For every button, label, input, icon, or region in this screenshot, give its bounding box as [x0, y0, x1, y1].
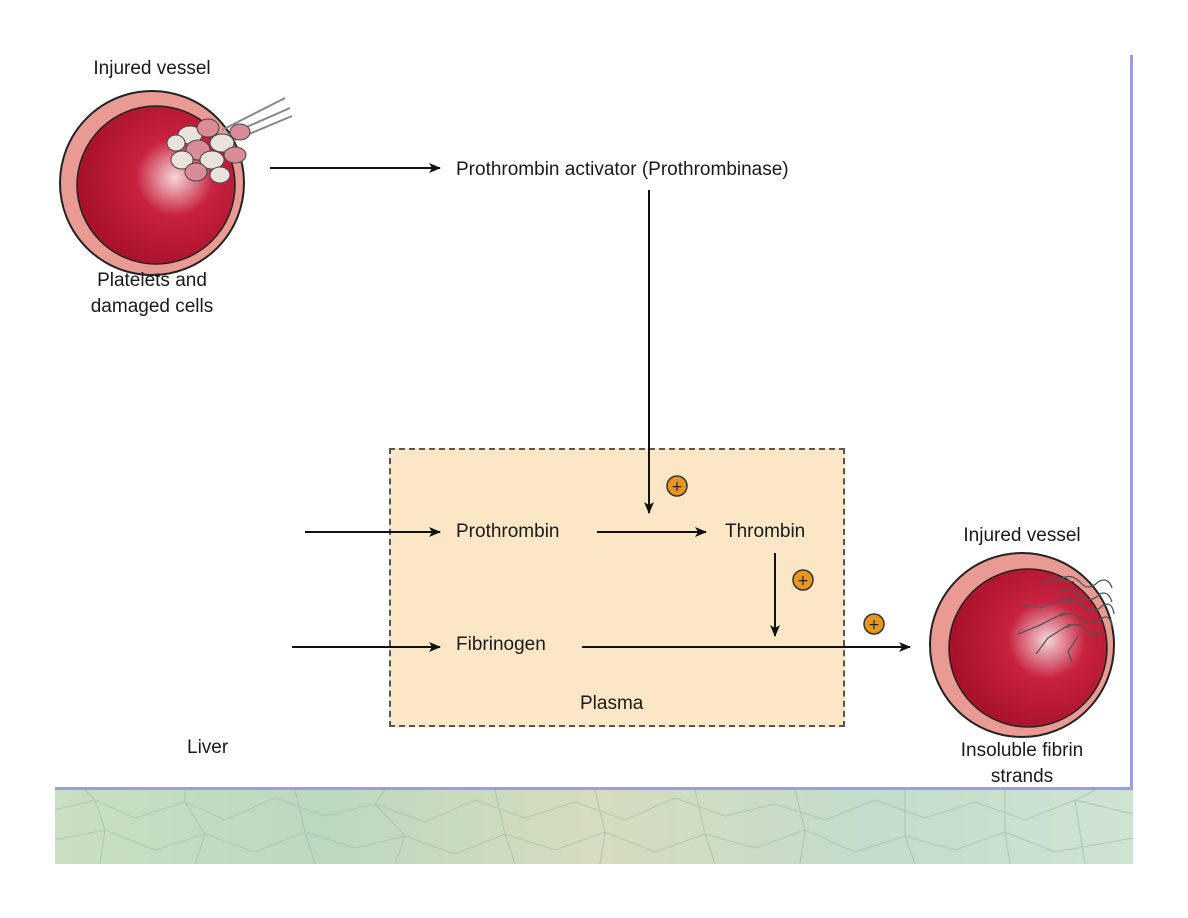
activation-symbol-3: + [863, 613, 885, 635]
svg-text:+: + [797, 573, 809, 589]
label-liver: Liver [187, 737, 229, 758]
label-injured-vessel-top: Injured vessel [93, 58, 211, 79]
activation-symbol-1: + [666, 475, 688, 497]
svg-text:+: + [868, 617, 880, 633]
label-injured-vessel-right: Injured vessel [963, 525, 1081, 546]
background-texture-band [55, 790, 1133, 864]
arrows [270, 163, 911, 652]
activation-symbol-2: + [792, 569, 814, 591]
injured-vessel-fibrin-image [929, 552, 1115, 738]
label-thrombin: Thrombin [725, 521, 806, 542]
label-prothrombin-activator: Prothrombin activator (Prothrombinase) [456, 159, 789, 180]
label-plasma: Plasma [580, 693, 644, 714]
injured-vessel-platelets-image [59, 90, 293, 276]
label-platelets-damaged-cells: Platelets and damaged cells [90, 270, 214, 317]
svg-text:+: + [671, 479, 683, 495]
label-insoluble-fibrin-strands: Insoluble fibrin strands [960, 740, 1084, 787]
slide-frame-right [1130, 55, 1133, 790]
plasma-compartment [389, 448, 845, 727]
texture-pattern [55, 790, 1133, 864]
label-prothrombin: Prothrombin [456, 521, 560, 542]
slide-frame-bottom [55, 787, 1133, 790]
label-fibrinogen: Fibrinogen [456, 634, 546, 655]
